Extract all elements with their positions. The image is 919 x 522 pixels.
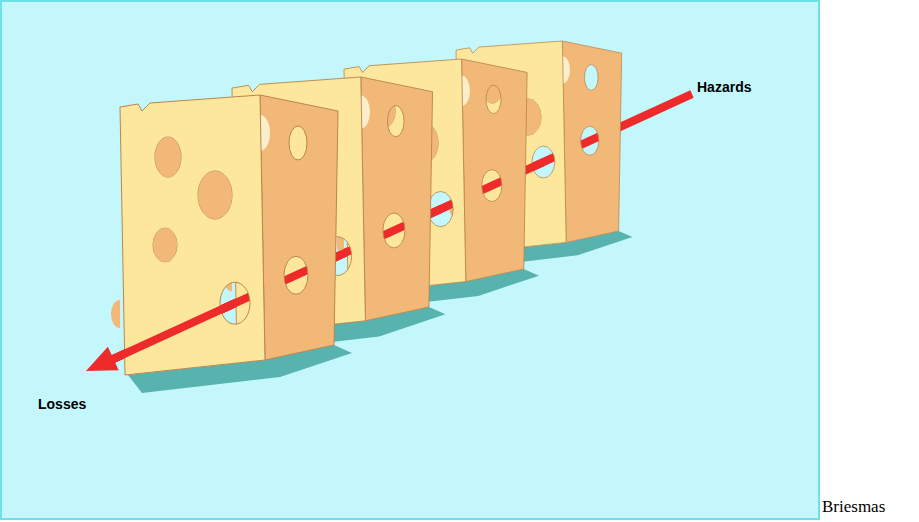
arrow-group bbox=[108, 303, 235, 361]
hole-inside bbox=[198, 171, 232, 219]
hole-inside bbox=[155, 137, 181, 177]
arrow-label: Hazards bbox=[697, 79, 751, 95]
slice-side bbox=[260, 95, 338, 360]
slice-front bbox=[120, 95, 265, 375]
edge-hole bbox=[462, 76, 470, 106]
hole-inside bbox=[153, 228, 177, 262]
edge-hole bbox=[361, 95, 370, 128]
slice-side bbox=[462, 59, 528, 282]
slice-side bbox=[562, 41, 621, 242]
edge-notch bbox=[111, 300, 120, 328]
edge-hole bbox=[562, 56, 570, 83]
edge-hole bbox=[260, 115, 270, 151]
slice-side bbox=[361, 77, 433, 321]
caption: Briesmas bbox=[822, 497, 885, 517]
arrow-head bbox=[86, 347, 119, 371]
cheese-slice bbox=[111, 95, 352, 393]
arrow-label: Losses bbox=[38, 396, 86, 412]
hazard-arrow bbox=[108, 303, 235, 361]
